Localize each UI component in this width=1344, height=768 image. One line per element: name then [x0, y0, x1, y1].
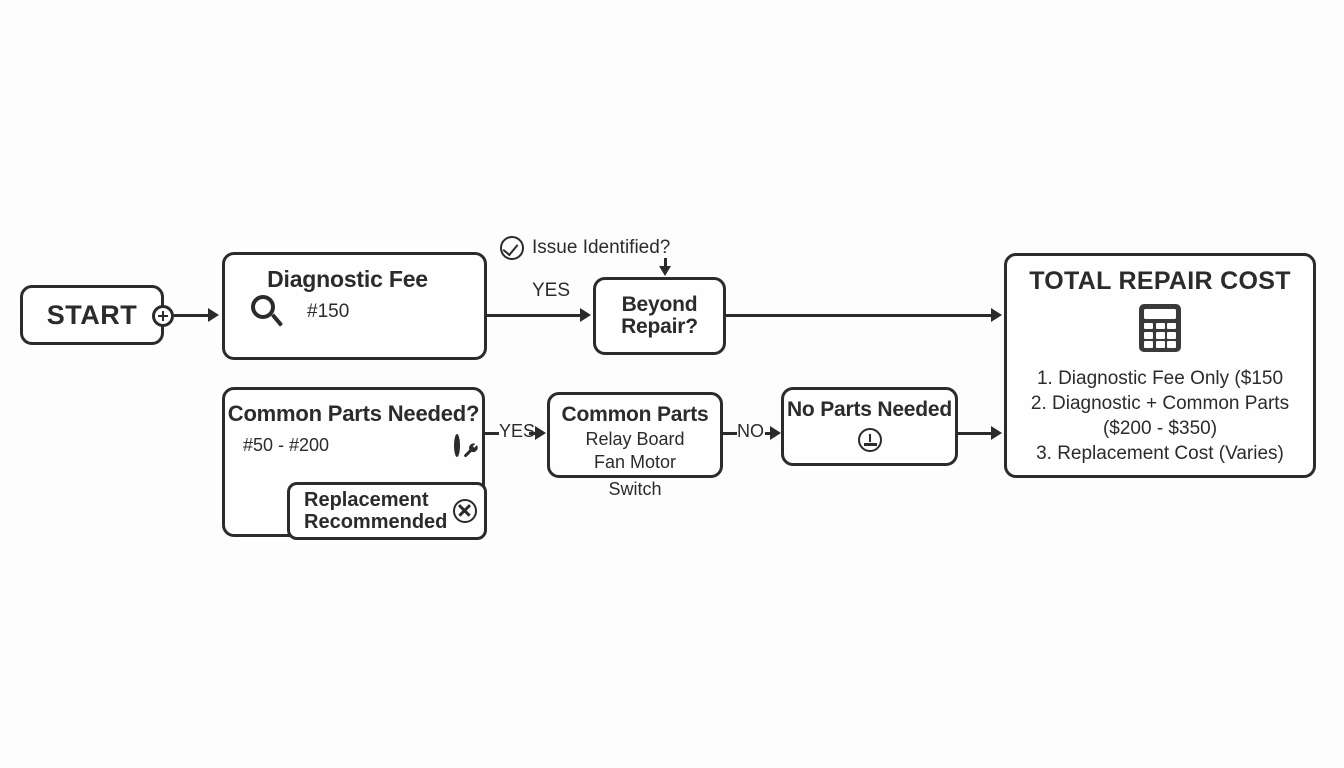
connector-cpn-to-cparts	[529, 432, 538, 435]
common-parts-needed-price-row: #50 - #200	[225, 433, 482, 457]
edge-label-yes-top: YES	[532, 280, 571, 301]
node-diagnostic-fee[interactable]: Diagnostic Fee #150	[222, 252, 487, 360]
replacement-line2: Recommended	[304, 511, 448, 533]
arrowhead-nparts-to-total	[991, 426, 1002, 440]
connector-issue-to-beyond	[664, 258, 667, 272]
connector-nparts-to-total	[958, 432, 994, 435]
common-parts-title: Common Parts	[561, 403, 709, 426]
no-parts-needed-title: No Parts Needed	[786, 398, 953, 421]
arrowhead-start-to-diagnostic	[208, 308, 219, 322]
total-repair-cost-title: TOTAL REPAIR COST	[1029, 267, 1291, 295]
node-start[interactable]: START	[20, 285, 164, 345]
edge-label-yes-bottom: YES	[499, 421, 536, 441]
connector-cpn-stub	[485, 432, 499, 435]
beyond-repair-line2: Repair?	[621, 315, 698, 338]
start-label: START	[46, 299, 138, 330]
common-parts-price-range: #50 - #200	[243, 435, 330, 456]
connector-start-to-diagnostic	[174, 314, 212, 317]
total-cost-line-0: 1. Diagnostic Fee Only ($150	[1036, 368, 1284, 390]
common-parts-item-0: Relay Board	[585, 429, 685, 450]
arrowhead-cparts-to-nparts	[770, 426, 781, 440]
connector-cparts-to-nparts	[765, 432, 774, 435]
arrowhead-issue-to-beyond	[659, 266, 671, 276]
connector-beyond-to-total	[726, 314, 994, 317]
total-repair-cost-lines: 1. Diagnostic Fee Only ($150 2. Diagnost…	[1031, 366, 1289, 466]
common-parts-needed-title: Common Parts Needed?	[227, 401, 480, 426]
ground-circle-icon	[857, 428, 882, 453]
issue-identified-text: Issue Identified?	[532, 237, 671, 258]
plus-circle-icon	[152, 305, 174, 327]
calculator-icon	[1139, 304, 1181, 353]
arrowhead-cpn-to-cparts	[535, 426, 546, 440]
wrench-circle-icon	[454, 433, 478, 457]
arrowhead-diagnostic-to-beyond	[580, 308, 591, 322]
node-common-parts-needed[interactable]: Common Parts Needed? #50 - #200 Replacem…	[222, 387, 487, 540]
edge-label-no-bottom: NO	[737, 421, 764, 441]
node-beyond-repair[interactable]: Beyond Repair?	[593, 277, 726, 355]
replacement-line1: Replacement	[304, 489, 429, 511]
issue-identified-label-group: Issue Identified?	[500, 236, 670, 260]
common-parts-item-1: Fan Motor	[593, 452, 677, 473]
diagnostic-fee-row: #150	[225, 295, 349, 329]
connector-diagnostic-to-beyond	[487, 314, 583, 317]
total-cost-line-1: 2. Diagnostic + Common Parts	[1030, 393, 1290, 415]
arrowhead-beyond-to-total	[991, 308, 1002, 322]
connector-cparts-stub	[723, 432, 737, 435]
diagnostic-fee-title: Diagnostic Fee	[267, 266, 428, 292]
total-cost-line-2: ($200 - $350)	[1102, 418, 1218, 440]
node-replacement-recommended[interactable]: Replacement Recommended	[287, 482, 487, 540]
check-circle-icon	[500, 236, 524, 260]
node-no-parts-needed[interactable]: No Parts Needed	[781, 387, 958, 466]
diagnostic-fee-amount: #150	[307, 301, 350, 323]
total-cost-line-3: 3. Replacement Cost (Varies)	[1036, 443, 1284, 465]
magnifier-icon	[251, 295, 285, 329]
x-circle-icon	[453, 499, 478, 523]
beyond-repair-line1: Beyond	[621, 292, 698, 316]
common-parts-overflow-item: Switch	[608, 479, 662, 499]
node-common-parts[interactable]: Common Parts Relay Board Fan Motor	[547, 392, 723, 478]
node-total-repair-cost[interactable]: TOTAL REPAIR COST 1. Diagnostic Fee Only…	[1004, 253, 1316, 478]
